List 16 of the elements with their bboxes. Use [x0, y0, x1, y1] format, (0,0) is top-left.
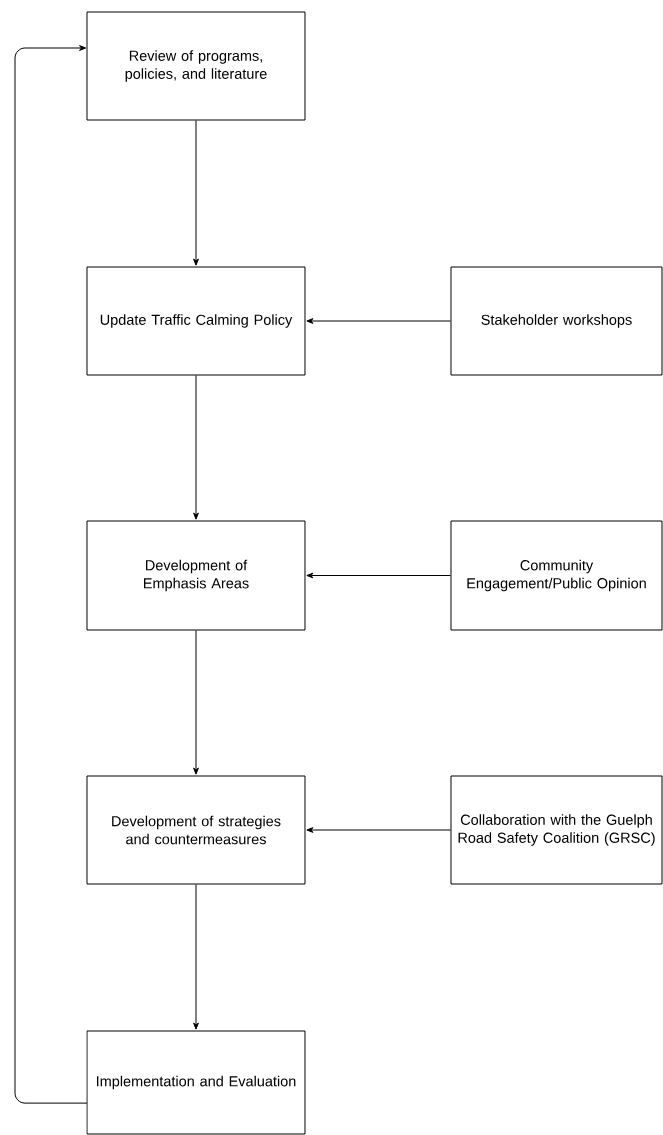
process-box: Update Traffic Calming Policy [86, 266, 306, 376]
process-box: Implementation and Evaluation [86, 1030, 306, 1135]
process-box: Community Engagement/Public Opinion [450, 520, 663, 631]
process-box: Development of strategies and countermeasures [86, 775, 306, 885]
process-box: Stakeholder workshops [450, 266, 663, 376]
arrow [193, 884, 199, 1030]
arrow [193, 375, 199, 520]
process-box: Development of Emphasis Areas [86, 520, 306, 631]
arrow [306, 318, 451, 324]
arrow [14, 45, 88, 1104]
arrow [193, 630, 199, 775]
arrow [193, 120, 199, 266]
process-box: Collaboration with the Guelph Road Safety Coalition (GRSC) [450, 775, 663, 885]
arrow [306, 572, 451, 579]
process-box: Review of programs, policies, and literature [86, 11, 306, 121]
arrow [306, 827, 451, 833]
